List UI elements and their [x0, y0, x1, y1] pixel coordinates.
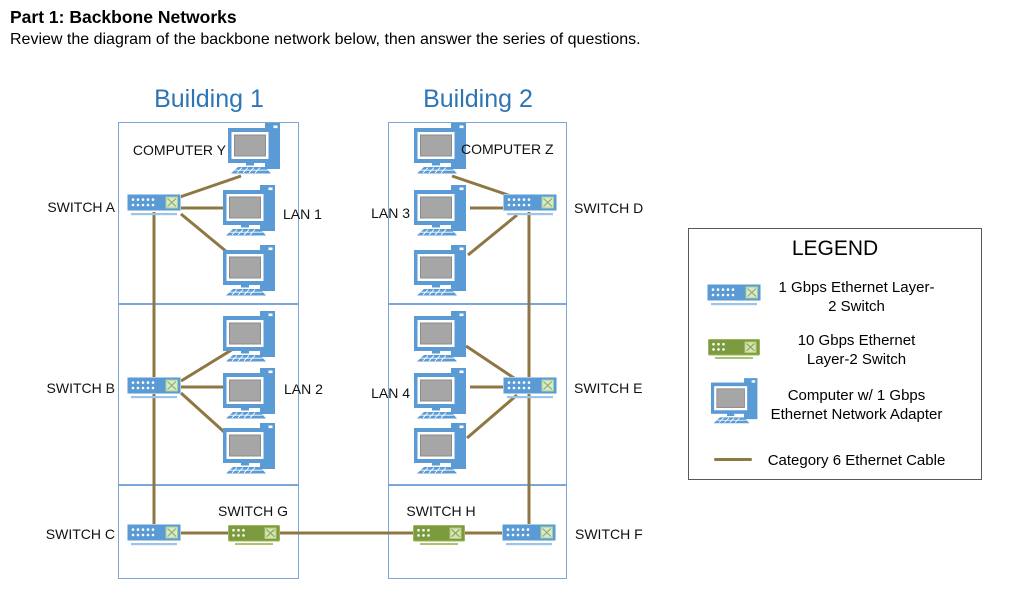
switch-c-label: SWITCH C: [45, 526, 115, 542]
switch-f-icon: [502, 524, 556, 546]
lan-4-label: LAN 4: [371, 385, 410, 401]
building-1-title: Building 1: [154, 85, 264, 113]
legend-title: LEGEND: [791, 237, 879, 260]
building-1-floor-divider-1: [119, 303, 298, 305]
computer-z-label: COMPUTER Z: [461, 141, 554, 157]
switch-f-label: SWITCH F: [575, 526, 643, 542]
building-2-floor-divider-2: [389, 484, 566, 486]
switch-c-icon: [127, 524, 181, 546]
page-subtitle: Review the diagram of the backbone netwo…: [10, 31, 641, 48]
switch-g-label: SWITCH G: [218, 503, 288, 519]
legend-cable-swatch: [714, 458, 752, 461]
page-title: Part 1: Backbone Networks: [10, 7, 237, 27]
switch-b-label: SWITCH B: [46, 380, 115, 396]
lan4-computer-1-icon: [414, 310, 468, 364]
building-2-title: Building 2: [423, 85, 533, 113]
building-2-floor-divider-1: [389, 303, 566, 305]
lan1-computer-1-icon: [223, 184, 277, 238]
lan2-computer-3-icon: [223, 422, 277, 476]
legend-item-4-label: Category 6 Ethernet Cable: [767, 452, 946, 469]
lan4-computer-2-icon: [414, 367, 468, 421]
lan-2-label: LAN 2: [284, 381, 323, 397]
switch-e-label: SWITCH E: [574, 380, 643, 396]
lan-1-label: LAN 1: [283, 206, 322, 222]
computer-y-label: COMPUTER Y: [132, 142, 226, 158]
switch-e-icon: [503, 377, 557, 399]
switch-d-icon: [503, 194, 557, 216]
building-1-box: [118, 122, 299, 579]
legend-item-1-label: 1 Gbps Ethernet Layer-2 Switch: [778, 279, 935, 315]
building-2-box: [388, 122, 567, 579]
legend-box: LEGEND 1 Gbps Ethernet Layer-2 Switch 10…: [688, 228, 982, 480]
lan2-computer-1-icon: [223, 310, 277, 364]
switch-a-label: SWITCH A: [47, 199, 115, 215]
building-1-floor-divider-2: [119, 484, 298, 486]
lan2-computer-2-icon: [223, 367, 277, 421]
lan1-computer-2-icon: [223, 244, 277, 298]
switch-b-icon: [127, 377, 181, 399]
switch-h-icon: [413, 525, 465, 546]
computer-y-icon: [228, 122, 282, 176]
switch-d-label: SWITCH D: [574, 200, 644, 216]
switch-g-icon: [228, 525, 280, 546]
lan3-computer-2-icon: [414, 244, 468, 298]
lan4-computer-3-icon: [414, 422, 468, 476]
lan-3-label: LAN 3: [371, 205, 410, 221]
switch-a-icon: [127, 194, 181, 216]
switch-h-label: SWITCH H: [406, 503, 476, 519]
lan3-computer-1-icon: [414, 184, 468, 238]
